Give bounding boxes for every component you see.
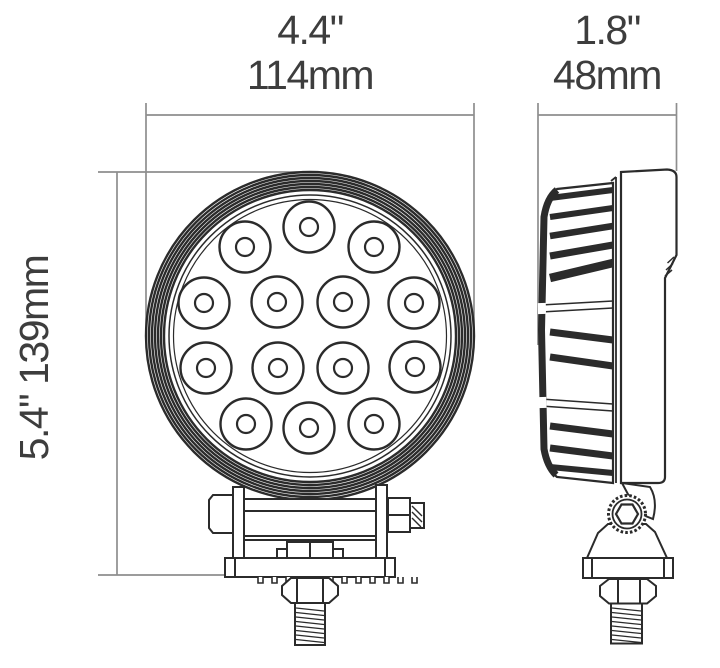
side-hex-nut [599, 578, 657, 605]
front-base-plate [224, 557, 396, 578]
side-rear-housing [619, 168, 678, 485]
side-base-plate [582, 557, 674, 579]
front-width-mm: 114mm [246, 52, 375, 98]
knurled-cap [409, 502, 425, 529]
side-pivot-bracket [582, 481, 674, 645]
bezel-front-edge [537, 187, 560, 478]
cross-tube [243, 498, 377, 541]
housing-chamfer-knurl [664, 256, 675, 277]
side-depth-mm: 48mm [553, 52, 662, 98]
bezel-ribs [540, 187, 614, 476]
front-mount-bracket [208, 484, 425, 646]
led-array [177, 200, 442, 455]
left-bracket-plate [232, 486, 245, 561]
side-depth-dimension-label: 1.8" 48mm [527, 8, 687, 98]
height-dimension-label: 5.4" 139mm [11, 248, 103, 468]
height-mm: 139mm [11, 255, 57, 385]
front-hex-nut [281, 577, 339, 604]
side-depth-inches: 1.8" [574, 7, 641, 53]
front-view-drawing [144, 170, 476, 646]
front-width-dimension-label: 4.4" 114mm [230, 8, 390, 98]
dimension-lines [98, 103, 678, 576]
side-view-drawing [537, 168, 678, 645]
right-bracket-plate [375, 484, 388, 561]
front-width-inches: 4.4" [277, 7, 344, 53]
height-inches: 5.4" [11, 394, 57, 461]
left-bolt-head [208, 494, 234, 534]
pivot-hex-socket [614, 503, 640, 525]
